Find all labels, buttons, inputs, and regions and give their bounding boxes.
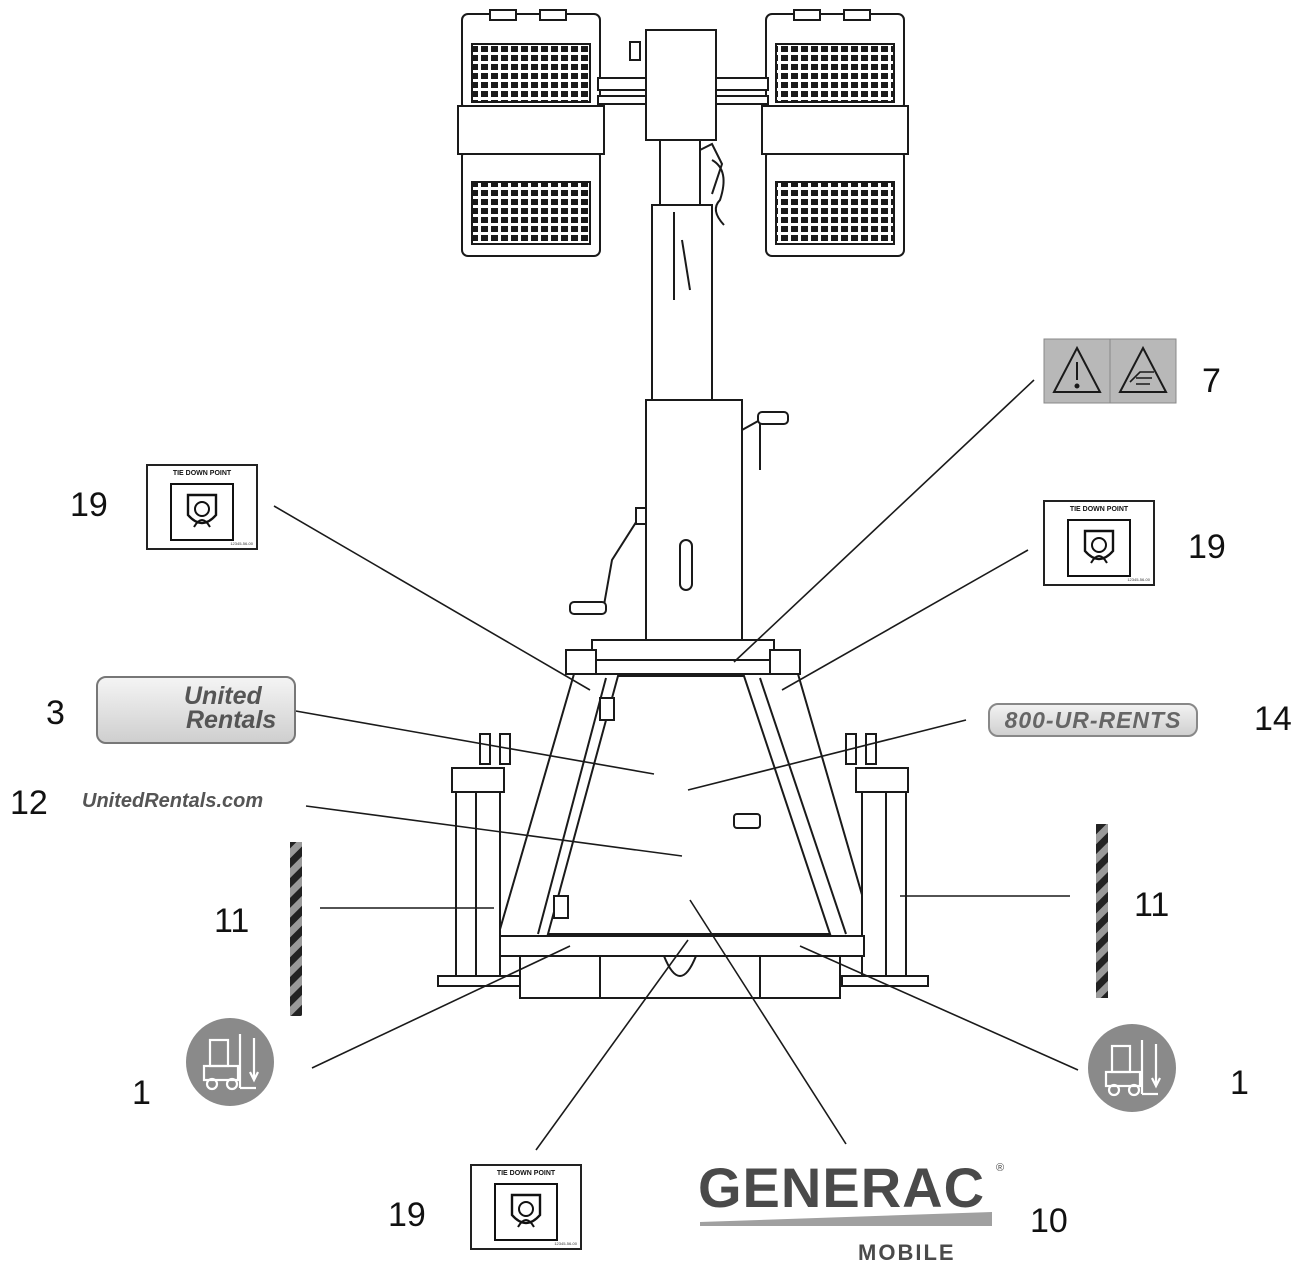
hand-crush-icon	[1118, 345, 1168, 393]
frame-body	[492, 673, 880, 951]
skid-base	[499, 935, 865, 999]
forklift-decal-right	[1088, 1024, 1176, 1112]
warning-decal-icons	[1043, 338, 1177, 404]
light-head-top-left	[461, 9, 601, 111]
leader-lines	[273, 379, 1079, 1151]
outrigger-right	[841, 733, 929, 987]
callout-1-left: 1	[132, 1074, 151, 1112]
callout-14: 14	[1254, 700, 1292, 738]
callout-7: 7	[1202, 362, 1221, 400]
callout-12: 12	[10, 784, 48, 822]
tie-down-decal-bottom: TIE DOWN POINT 12345-56-00	[470, 1164, 582, 1250]
tie-down-decal-right: TIE DOWN POINT 12345-56-00	[1043, 500, 1155, 586]
callout-11-right: 11	[1134, 886, 1170, 924]
hazard-stripe-left	[290, 842, 302, 1016]
united-rentals-line2: Rentals	[186, 706, 277, 734]
tie-down-icon	[1067, 519, 1131, 577]
callout-19-bottom: 19	[388, 1196, 426, 1234]
forklift-decal-left	[186, 1018, 274, 1106]
registered-mark: ®	[996, 1162, 1005, 1174]
phone-decal: 800-UR-RENTS	[988, 703, 1198, 737]
callout-19-right: 19	[1188, 528, 1226, 566]
tie-down-decal-left: TIE DOWN POINT 12345-56-00	[146, 464, 258, 550]
mast-base	[565, 639, 801, 675]
light-head-top-right	[765, 9, 905, 111]
light-head-bottom-left	[457, 105, 605, 257]
callout-10: 10	[1030, 1202, 1068, 1240]
generac-logo: GENERAC	[698, 1156, 986, 1219]
tie-down-icon	[170, 483, 234, 541]
light-head-bottom-right	[761, 105, 909, 257]
website-decal: UnitedRentals.com	[82, 790, 264, 812]
crossbar	[597, 29, 769, 141]
callout-19-left: 19	[70, 486, 108, 524]
mast	[645, 139, 743, 641]
generac-swoosh	[700, 1212, 992, 1226]
callout-3: 3	[46, 694, 65, 732]
callout-11-left: 11	[214, 902, 250, 940]
generac-mobile-text: MOBILE	[858, 1240, 956, 1265]
callout-1-right: 1	[1230, 1064, 1249, 1102]
united-rentals-line1: United	[184, 682, 262, 710]
united-rentals-logo-decal	[96, 676, 296, 744]
hazard-stripe-right	[1096, 824, 1108, 998]
warning-triangle-icon	[1052, 345, 1102, 393]
tie-down-icon	[494, 1183, 558, 1241]
winch-handles	[569, 411, 789, 615]
